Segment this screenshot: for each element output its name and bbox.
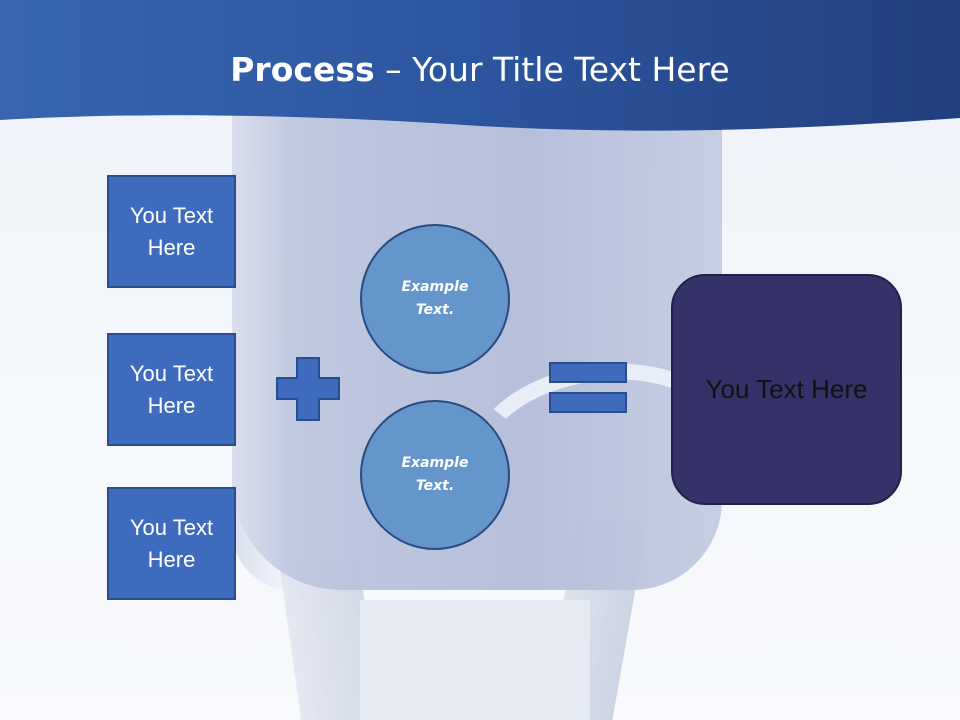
background-stand-right (542, 520, 648, 720)
result-box: You Text Here (671, 274, 902, 505)
slide-title: Process – Your Title Text Here (0, 50, 960, 89)
title-bold-part: Process (230, 50, 375, 89)
background-stand-base (360, 600, 590, 720)
background-cylinder-shade (232, 95, 292, 590)
left-text-box-2: You Text Here (107, 333, 236, 446)
equals-icon-bottom-bar (549, 392, 627, 413)
equals-icon-top-bar (549, 362, 627, 383)
background-stand-left (278, 560, 382, 720)
example-circle-2: Example Text. (360, 400, 510, 550)
title-rest-part: – Your Title Text Here (374, 50, 730, 89)
left-text-box-3: You Text Here (107, 487, 236, 600)
header-banner: Process – Your Title Text Here (0, 0, 960, 140)
left-text-box-1: You Text Here (107, 175, 236, 288)
plus-icon (276, 357, 340, 421)
example-circle-1: Example Text. (360, 224, 510, 374)
header-wave (0, 0, 960, 131)
